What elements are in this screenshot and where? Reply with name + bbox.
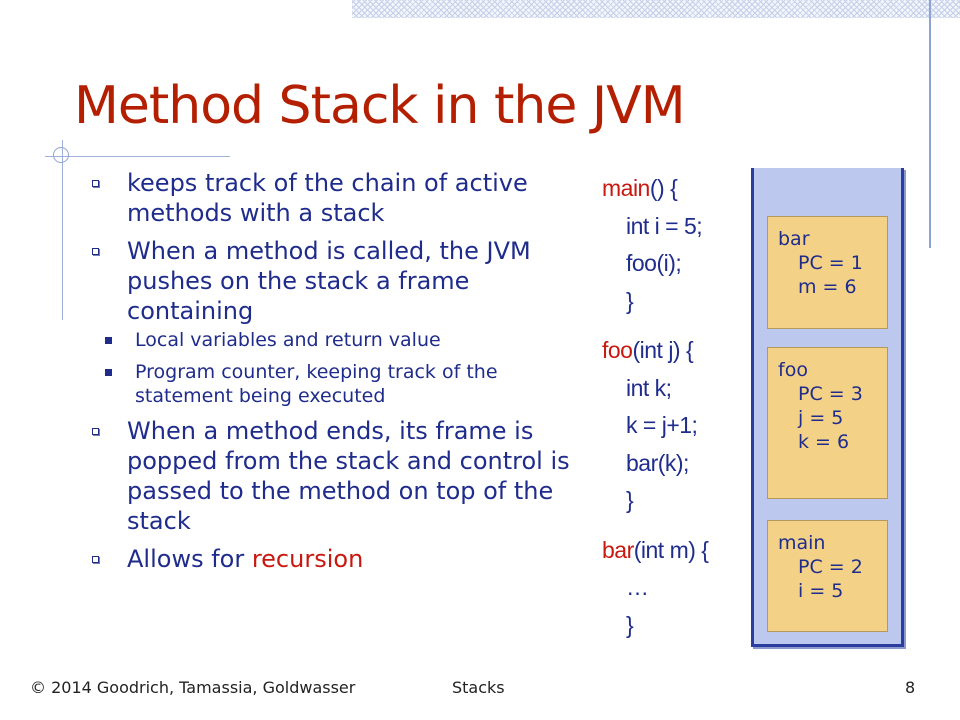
stack-frame-main: main PC = 2 i = 5 [767, 520, 888, 632]
code-line: } [626, 611, 634, 638]
decorative-hatch-band [352, 0, 960, 18]
recursion-highlight: recursion [251, 545, 364, 573]
bullet-text: When a method is called, the JVM pushes … [127, 237, 531, 325]
footer-copyright: © 2014 Goodrich, Tamassia, Goldwasser [30, 678, 356, 697]
code-line: k = j+1; [626, 412, 698, 438]
sub-bullet-text: Local variables and return value [135, 329, 441, 351]
square-bullet-icon [92, 556, 99, 563]
bullet-list: keeps track of the chain of active metho… [92, 168, 592, 582]
code-line: int k; [626, 374, 672, 401]
frame-name: bar [778, 228, 810, 250]
frame-name: foo [778, 359, 808, 381]
frame-line: m = 6 [798, 276, 857, 298]
stack-frame-bar: bar PC = 1 m = 6 [767, 216, 888, 329]
code-line: main() { [602, 175, 678, 201]
bullet-item: keeps track of the chain of active metho… [92, 168, 592, 228]
frame-line: i = 5 [798, 580, 844, 602]
frame-line: PC = 2 [798, 556, 863, 578]
bullet-item: When a method is called, the JVM pushes … [92, 236, 592, 326]
filled-square-bullet-icon [105, 337, 112, 344]
decorative-vertical-line-left [62, 140, 63, 320]
decorative-ring-icon [53, 147, 69, 163]
decorative-horizontal-line [45, 156, 230, 157]
square-bullet-icon [92, 428, 99, 435]
slide-title: Method Stack in the JVM [74, 76, 686, 136]
frame-name: main [778, 532, 826, 554]
code-line: } [626, 287, 634, 314]
footer-page-number: 8 [905, 678, 916, 697]
footer-section: Stacks [452, 678, 505, 697]
code-gap [602, 320, 762, 332]
square-bullet-icon [92, 248, 99, 255]
code-line: bar(k); [626, 449, 689, 476]
filled-square-bullet-icon [105, 369, 112, 376]
function-name: foo [602, 337, 633, 363]
frame-line: PC = 3 [798, 383, 863, 405]
code-line: foo(i); [626, 250, 682, 276]
sub-bullet-item: Program counter, keeping track of the st… [57, 360, 592, 408]
function-name: main [602, 175, 650, 201]
bullet-item: Allows for recursion [92, 544, 592, 574]
code-listing: main() { int i = 5; foo(i); } foo(int j)… [602, 170, 762, 644]
function-name: bar [602, 536, 634, 563]
frame-line: j = 5 [798, 407, 844, 429]
bullet-item: When a method ends, its frame is popped … [92, 416, 592, 536]
code-line: int i = 5; [626, 212, 703, 239]
sub-bullet-text: Program counter, keeping track of the st… [135, 361, 498, 407]
bullet-text: Allows for [127, 545, 252, 573]
code-line: foo(int j) { [602, 337, 694, 363]
bullet-text: When a method ends, its frame is popped … [127, 417, 570, 535]
sub-bullet-item: Local variables and return value [57, 328, 592, 352]
code-gap [602, 520, 762, 532]
code-line: } [626, 487, 634, 513]
square-bullet-icon [92, 180, 99, 187]
frame-line: PC = 1 [798, 252, 863, 274]
stack-frame-foo: foo PC = 3 j = 5 k = 6 [767, 347, 888, 499]
code-line: … [626, 574, 649, 600]
decorative-vertical-line [929, 0, 931, 248]
code-line: bar(int m) { [602, 536, 709, 563]
frame-line: k = 6 [798, 431, 850, 453]
bullet-text: keeps track of the chain of active metho… [127, 169, 528, 227]
